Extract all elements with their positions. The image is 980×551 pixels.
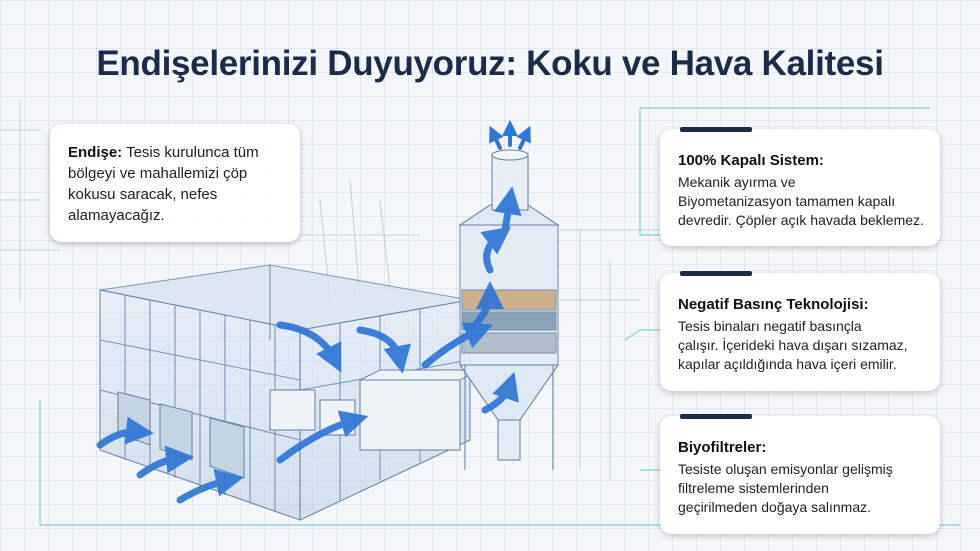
card-line: kapılar açıldığında hava içeri emilir. — [678, 356, 897, 372]
card-line: Tesiste oluşan emisyonlar gelişmiş — [678, 461, 893, 477]
main-building — [99, 264, 481, 521]
airflow-arrows — [96, 186, 522, 504]
card-title: 100% Kapalı Sistem: — [678, 152, 824, 169]
card-biofilters: Biyofiltreler: Tesiste oluşan emisyonlar… — [660, 414, 940, 534]
card-line: Biyometanizasyon tamamen kapalı — [678, 193, 896, 209]
card-line: çalışır. İçerideki hava dışarı sızamaz, — [678, 337, 908, 353]
exhaust-arrows — [489, 120, 531, 150]
card-accent-bar — [680, 414, 752, 419]
card-accent-bar — [680, 127, 752, 132]
concern-label: Endişe: — [68, 144, 123, 161]
page-title: Endişelerinizi Duyuyoruz: Koku ve Hava K… — [96, 44, 884, 83]
card-line: filtreleme sistemlerinden — [678, 480, 829, 496]
concern-callout: Endişe: Tesis kurulunca tüm bölgeyi ve m… — [50, 124, 300, 242]
card-title: Negatif Basınç Teknolojisi: — [678, 296, 869, 313]
card-body: Tesis binaları negatif basınçla çalışır.… — [678, 317, 926, 374]
card-negative-pressure: Negatif Basınç Teknolojisi: Tesis binala… — [660, 271, 940, 391]
card-line: Tesis binaları negatif basınçla — [678, 318, 862, 334]
card-line: Mekanik ayırma ve — [678, 174, 796, 190]
card-body: Tesiste oluşan emisyonlar gelişmiş filtr… — [678, 460, 926, 517]
background-scaffolding — [0, 100, 660, 480]
concern-text: Tesis kurulunca tüm bölgeyi ve mahallemi… — [68, 144, 259, 224]
card-accent-bar — [680, 271, 752, 276]
card-closed-system: 100% Kapalı Sistem: Mekanik ayırma ve Bi… — [660, 127, 940, 246]
card-body: Mekanik ayırma ve Biyometanizasyon tamam… — [678, 173, 926, 230]
card-line: geçirilmeden doğaya salınmaz. — [678, 499, 871, 515]
card-line: devredir. Çöpler açık havada beklemez. — [678, 212, 924, 228]
card-title: Biyofiltreler: — [678, 439, 767, 456]
